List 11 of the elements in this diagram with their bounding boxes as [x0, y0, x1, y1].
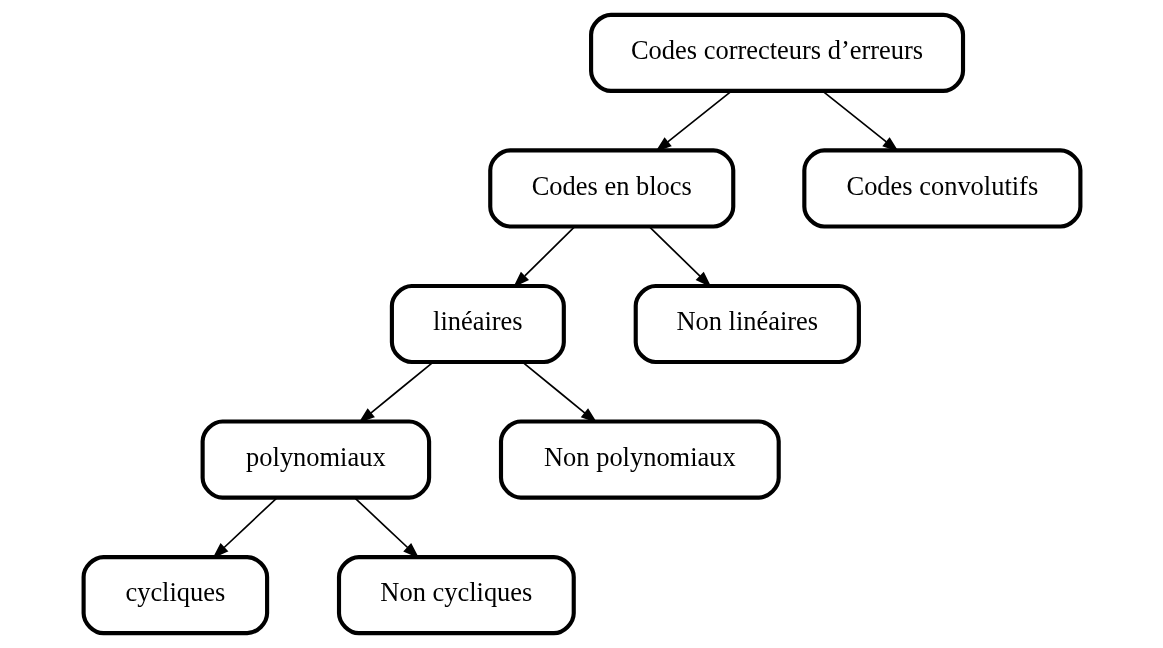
- node-box: cycliques: [81, 555, 269, 636]
- node-box: linéaires: [389, 283, 566, 365]
- node-box: polynomiaux: [200, 419, 431, 500]
- node-box: Non cycliques: [336, 555, 576, 636]
- node-box: Codes en blocs: [487, 148, 735, 229]
- node-box: Non polynomiaux: [498, 419, 781, 500]
- node-box: Non linéaires: [633, 283, 861, 365]
- arrow: [654, 90, 732, 152]
- arrow: [821, 90, 899, 152]
- node-box: Codes convolutifs: [801, 148, 1082, 229]
- node-box: Codes correcteurs d’erreurs: [588, 12, 965, 93]
